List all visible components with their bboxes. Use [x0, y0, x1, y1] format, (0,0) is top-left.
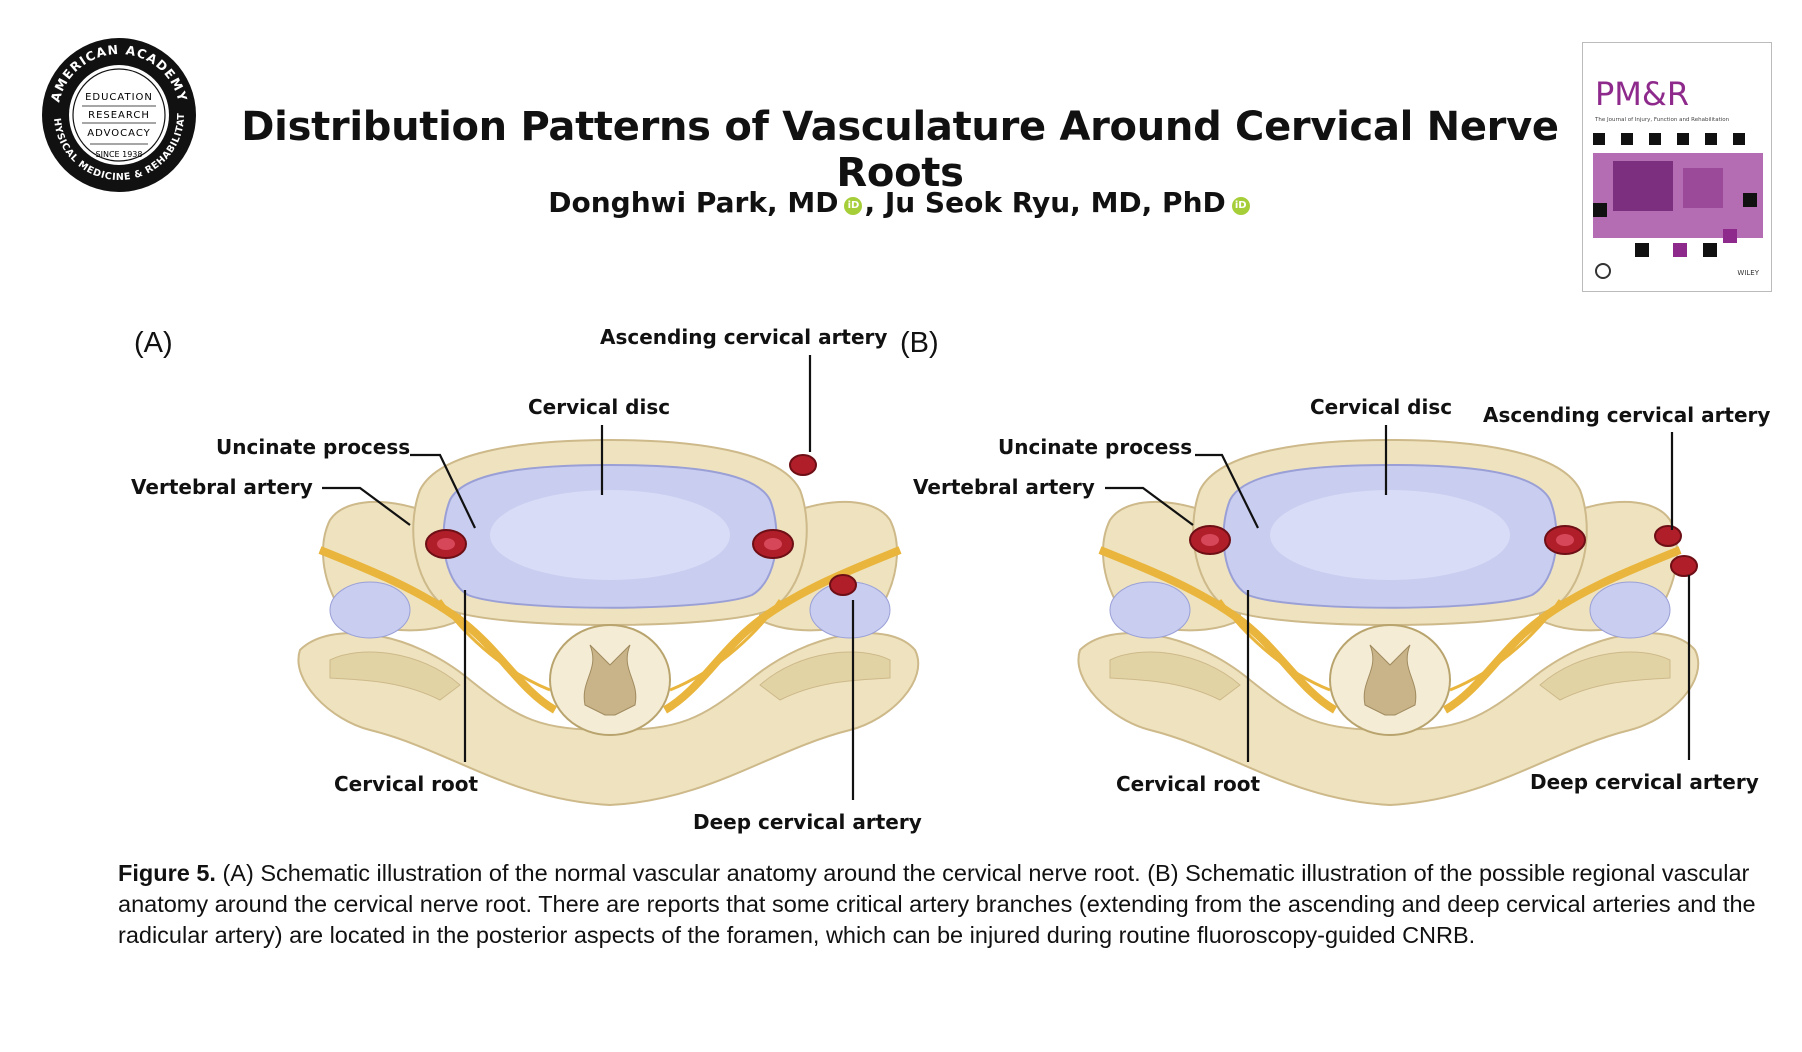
panel-a-illustration [297, 438, 920, 807]
label-a-root: Cervical root [334, 772, 479, 796]
aapmr-logo: AMERICAN ACADEMY OF PHYSICAL MEDICINE & … [36, 28, 198, 194]
orcid-icon[interactable]: iD [1231, 197, 1250, 215]
journal-cover: PM&R The Journal of Injury, Function and… [1582, 42, 1772, 292]
label-a-uncinate: Uncinate process [216, 435, 411, 459]
label-a-deep: Deep cervical artery [693, 810, 922, 834]
panel-a-label: (A) [134, 327, 173, 359]
author-2-name: Ju Seok Ryu, MD, PhD [884, 186, 1226, 219]
journal-publisher: WILEY [1737, 269, 1759, 277]
author-1-name: Donghwi Park, MD [548, 186, 839, 219]
author-separator: , [864, 186, 885, 219]
orcid-icon[interactable]: iD [844, 197, 863, 215]
label-b-uncinate: Uncinate process [998, 435, 1193, 459]
nerve-roots-b [1098, 546, 1682, 714]
caption-label: Figure 5. [118, 860, 216, 886]
label-a-vertebral: Vertebral artery [131, 475, 313, 499]
arteries-b [1189, 525, 1698, 577]
caption-text: (A) Schematic illustration of the normal… [118, 860, 1756, 948]
label-a-ascending: Ascending cervical artery [600, 325, 888, 349]
nerve-roots-a [318, 546, 902, 714]
panel-b-label: (B) [900, 327, 939, 359]
logo-line-1: EDUCATION [85, 92, 153, 103]
vertebra-a [297, 438, 920, 807]
logo-since: SINCE 1938 [96, 150, 143, 159]
figure-caption: Figure 5. (A) Schematic illustration of … [118, 858, 1768, 951]
logo-line-2: RESEARCH [88, 110, 150, 121]
paper-title: Distribution Patterns of Vasculature Aro… [241, 104, 1559, 196]
label-b-disc: Cervical disc [1310, 395, 1453, 419]
label-b-deep: Deep cervical artery [1530, 770, 1759, 794]
cover-mosaic [1593, 133, 1763, 257]
journal-subtitle: The Journal of Injury, Function and Reha… [1594, 117, 1730, 123]
label-b-root: Cervical root [1116, 772, 1261, 796]
journal-title: PM&R [1595, 75, 1689, 113]
label-b-ascending: Ascending cervical artery [1483, 403, 1771, 427]
panel-b-illustration [1077, 438, 1700, 807]
arteries-a [425, 454, 857, 596]
author-list: Donghwi Park, MD iD, Ju Seok Ryu, MD, PhD… [240, 186, 1560, 219]
label-a-disc: Cervical disc [528, 395, 671, 419]
label-b-vertebral: Vertebral artery [913, 475, 1095, 499]
logo-line-3: ADVOCACY [87, 128, 150, 139]
